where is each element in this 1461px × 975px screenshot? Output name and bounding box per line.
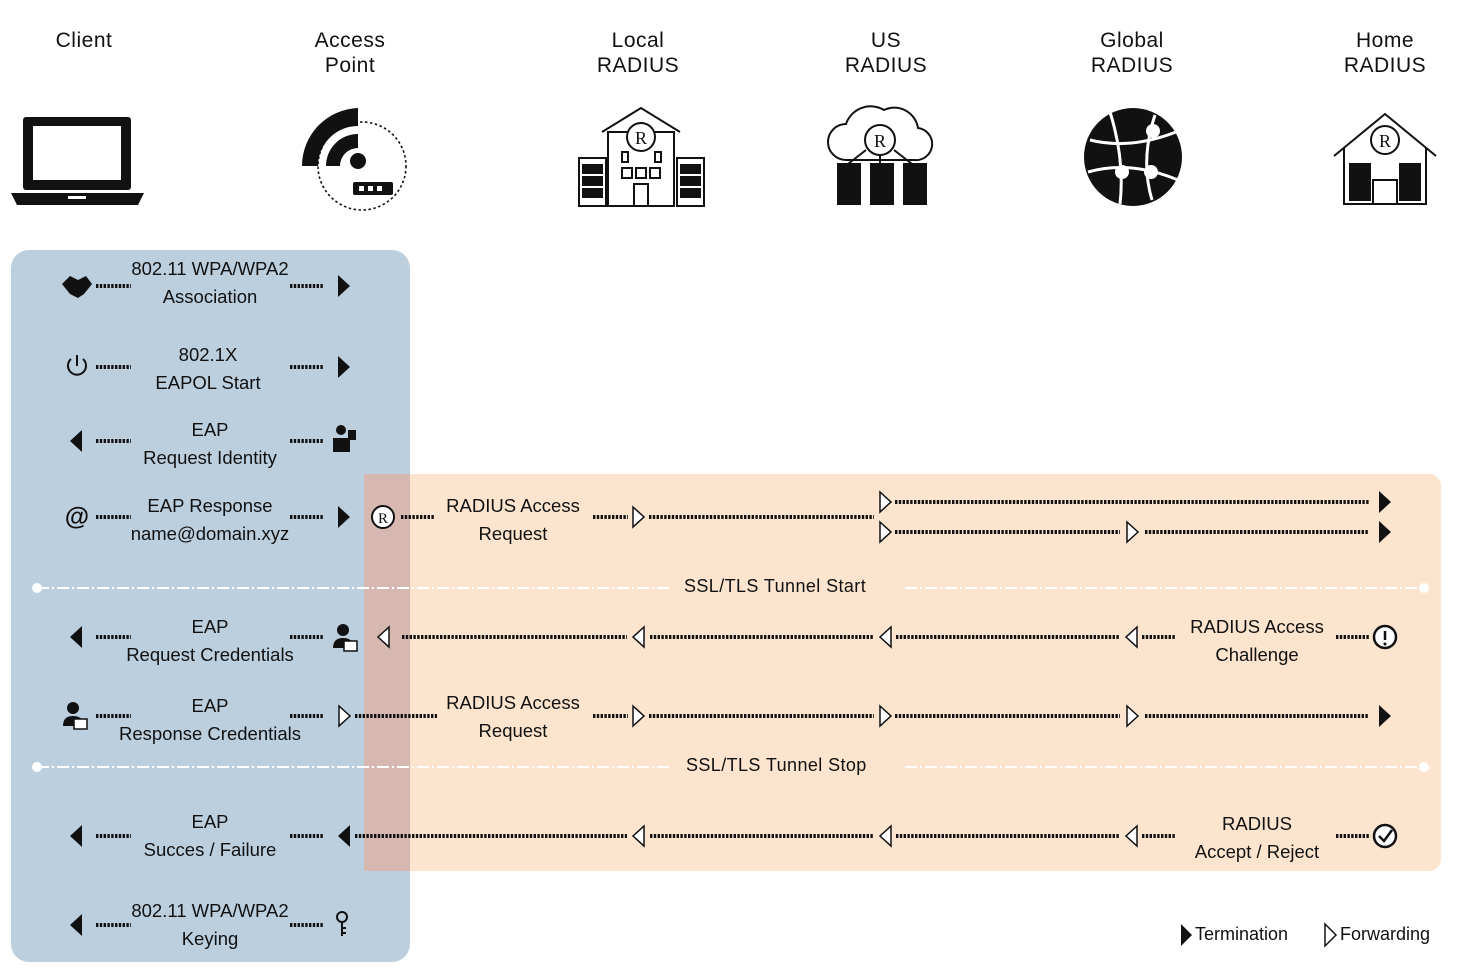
- check-icon: [1372, 823, 1398, 849]
- radius-logo-icon: R: [371, 505, 395, 529]
- handshake-icon: [62, 276, 92, 298]
- svg-text:R: R: [378, 511, 388, 527]
- svg-text:R: R: [635, 128, 647, 148]
- laptop-icon: [11, 117, 144, 205]
- tunnel-stop-label: SSL/TLS Tunnel Stop: [686, 755, 867, 775]
- power-icon: [67, 355, 87, 376]
- user-card-icon-2: [63, 702, 88, 730]
- tunnel-start-label: SSL/TLS Tunnel Start: [684, 576, 867, 596]
- alert-icon: [1372, 624, 1398, 650]
- user-card-icon: [333, 624, 358, 652]
- svg-text:R: R: [1379, 131, 1391, 151]
- keys-icon: [336, 911, 348, 936]
- legend-forwarding-arrow: [1324, 922, 1338, 948]
- forwarding-arrows: [338, 490, 1140, 848]
- client-ap-zone: [11, 250, 410, 962]
- id-badge-icon: [333, 425, 356, 452]
- cloud-radius-icon: R: [827, 105, 934, 205]
- client-arrows: [70, 275, 350, 936]
- globe-network-icon: [1084, 108, 1182, 206]
- local-radius-building-icon: R: [578, 106, 705, 207]
- svg-text:R: R: [874, 131, 886, 151]
- tunnel-endpoints: [32, 583, 1429, 772]
- radius-termination-arrows: [338, 491, 1391, 847]
- header-client: Client: [55, 29, 113, 52]
- home-radius-house-icon: R: [1333, 112, 1437, 205]
- overlap-zone: [364, 474, 410, 871]
- radius-dotted-lines: [355, 500, 1370, 838]
- legend-termination-label: Termination: [1195, 924, 1289, 944]
- tunnel-lines: [37, 587, 1424, 768]
- legend-forwarding-label: Forwarding: [1340, 924, 1431, 944]
- legend-termination-arrow: [1181, 924, 1192, 946]
- radius-zone: [364, 474, 1441, 871]
- client-dotted-lines: [96, 284, 324, 927]
- at-sign-icon: @: [65, 503, 89, 531]
- wifi-access-point-icon: [301, 108, 407, 211]
